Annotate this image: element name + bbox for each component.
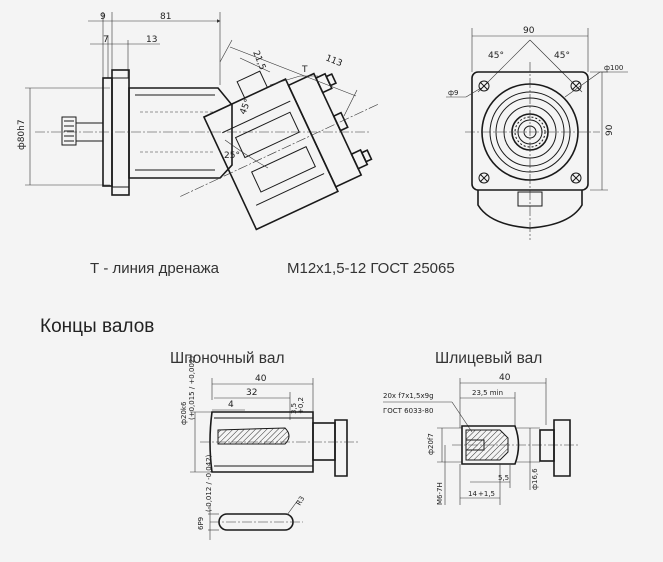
splined-dim-5-5: 5,5 bbox=[498, 474, 509, 482]
dim-angle-left: 45° bbox=[488, 51, 504, 61]
splined-shaft-title: Шлицевый вал bbox=[435, 350, 542, 367]
caption-thread: М12х1,5-12 ГОСТ 25065 bbox=[287, 260, 455, 277]
keyed-dim-6p9: 6P9 bbox=[197, 517, 205, 530]
caption-drain-line: Т - линия дренажа bbox=[90, 260, 220, 277]
keyed-dim-3-5: 3,5 bbox=[290, 403, 298, 414]
splined-dim-23-5: 23,5 min bbox=[472, 389, 503, 397]
keyed-dim-4: 4 bbox=[228, 400, 234, 410]
keyed-tol-20k6: (+0,015 / +0,002) bbox=[188, 356, 196, 420]
dim-80h7: ф80h7 bbox=[17, 119, 27, 150]
side-view: 9 81 7 13 ф80h7 bbox=[17, 12, 380, 231]
dim-90-side: 90 bbox=[605, 124, 615, 136]
splined-dim-m6: M6-7H bbox=[436, 482, 444, 505]
splined-dim-20f7: ф20f7 bbox=[427, 433, 435, 455]
keyed-dim-r3: R3 bbox=[295, 495, 307, 507]
splined-dim-16-6: ф16,6 bbox=[531, 468, 539, 490]
dim-9-hole: ф9 bbox=[448, 89, 458, 97]
keyed-tol-6p9: (-0,012 / -0,042) bbox=[205, 454, 213, 512]
dim-100: ф100 bbox=[604, 64, 623, 72]
dim-113: 113 bbox=[324, 54, 344, 70]
dim-7: 7 bbox=[103, 35, 109, 45]
splined-shaft-view: Шлицевый вал 40 23,5 min 20х f7х1,5х9g Г… bbox=[383, 350, 580, 505]
dim-9: 9 bbox=[100, 12, 106, 22]
keyed-shaft-view: Шпоночный вал 40 32 4 3,5 +0,2 ф20k6 (+0… bbox=[170, 350, 360, 540]
front-view: 90 45° 45° 90 bbox=[446, 26, 628, 240]
dim-angle-25: 25° bbox=[224, 151, 240, 161]
splined-tol-14: +1,5 bbox=[478, 490, 495, 498]
dim-angle-right: 45° bbox=[554, 51, 570, 61]
dim-81: 81 bbox=[160, 12, 171, 22]
keyed-dim-32: 32 bbox=[246, 388, 257, 398]
shaft-ends-title: Концы валов bbox=[40, 316, 154, 337]
dim-21-5: 21,5 bbox=[250, 49, 267, 71]
keyed-tol-3-5: +0,2 bbox=[297, 397, 305, 414]
label-t: T bbox=[301, 65, 308, 75]
keyed-shaft-title: Шпоночный вал bbox=[170, 350, 285, 367]
splined-dim-40: 40 bbox=[499, 373, 511, 383]
splined-spec-1: 20х f7х1,5х9g bbox=[383, 392, 434, 400]
dim-13: 13 bbox=[146, 35, 157, 45]
splined-dim-14: 14 bbox=[468, 490, 477, 498]
keyed-dim-20k6: ф20k6 bbox=[180, 401, 188, 425]
keyed-dim-40: 40 bbox=[255, 374, 267, 384]
splined-spec-2: ГОСТ 6033-80 bbox=[383, 407, 433, 415]
dim-90-top: 90 bbox=[523, 26, 535, 36]
